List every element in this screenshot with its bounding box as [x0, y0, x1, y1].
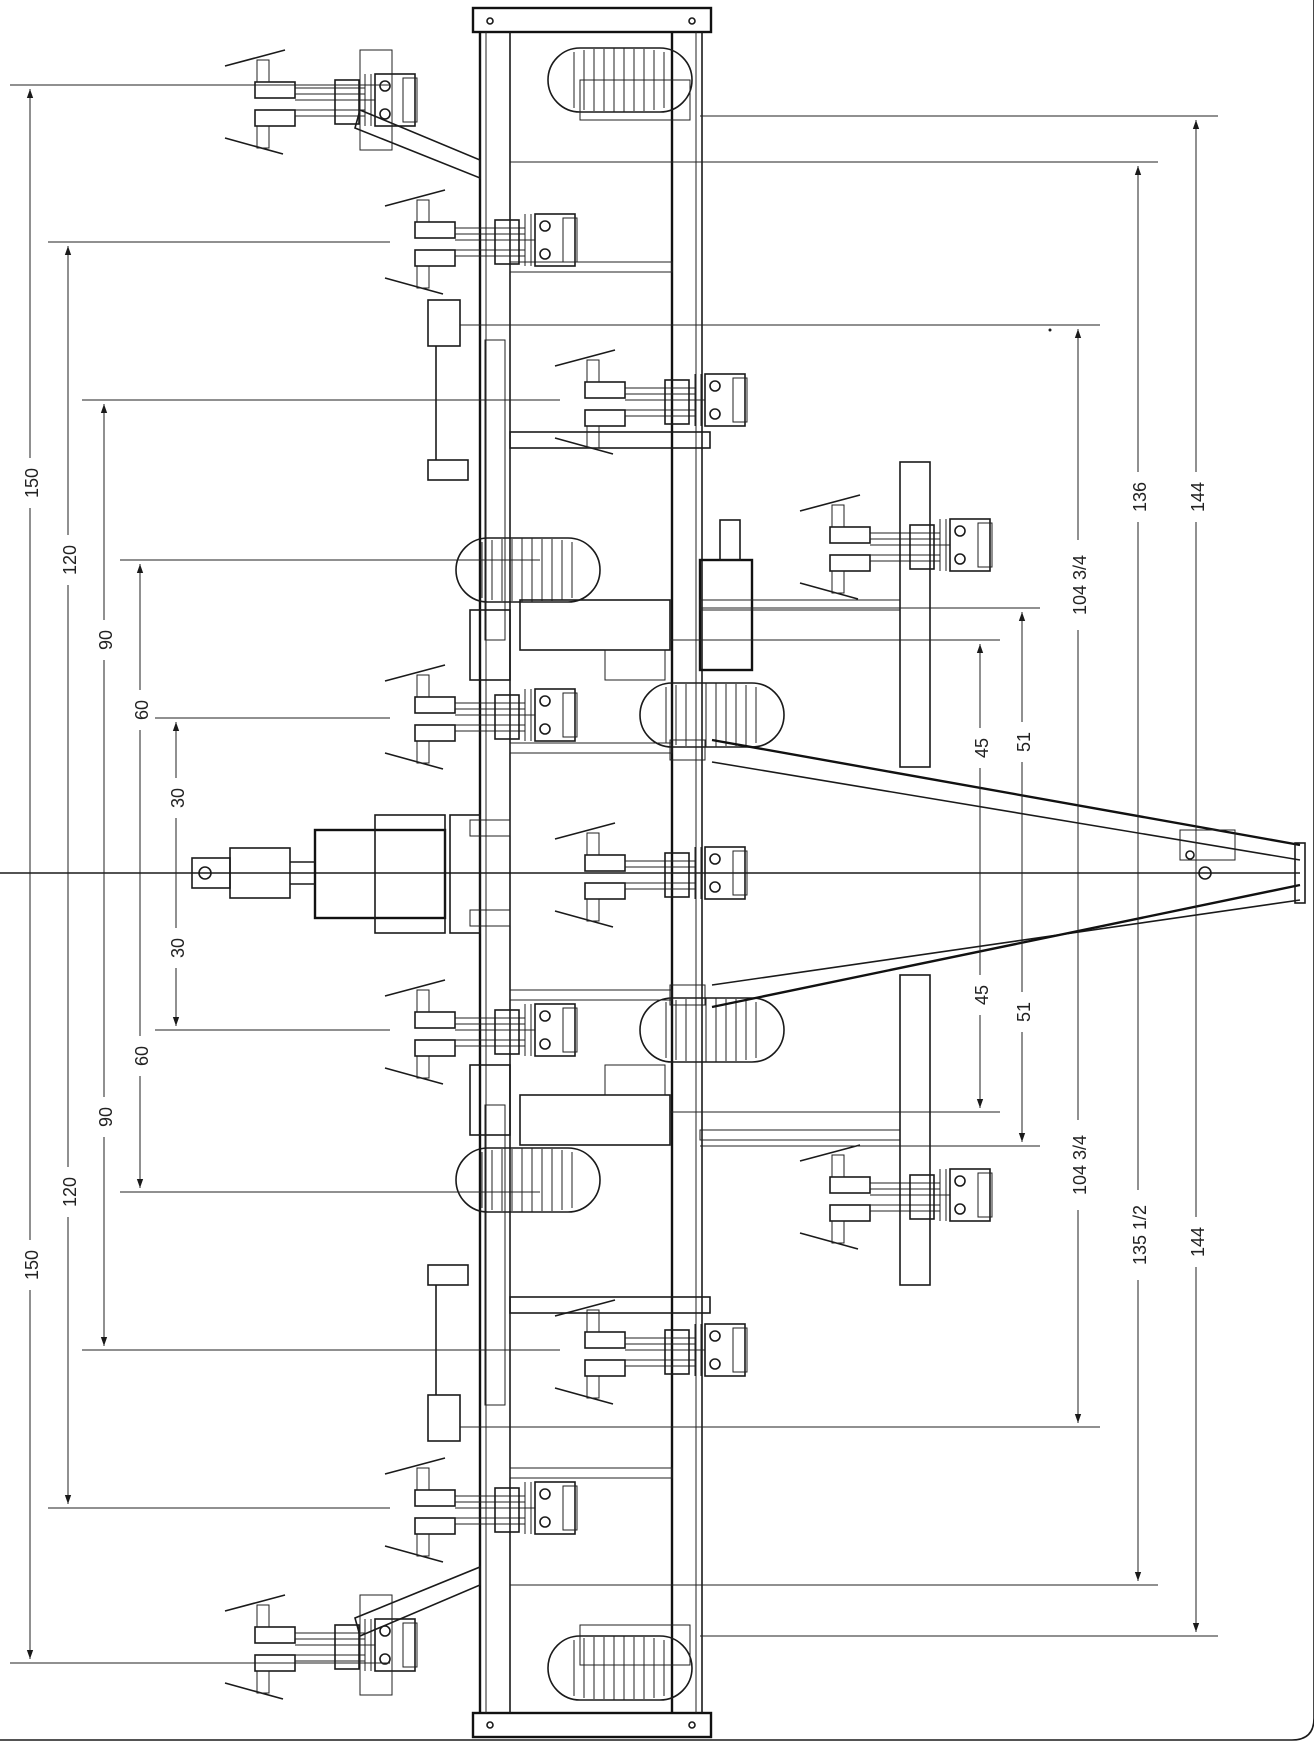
dim-left-60-upper: 60: [132, 700, 152, 720]
dim-right-45-lower: 45: [972, 985, 992, 1005]
dim-right-51-upper: 51: [1014, 732, 1034, 752]
dim-right-45-upper: 45: [972, 738, 992, 758]
dim-left-30-upper: 30: [168, 788, 188, 808]
lower-crossbar: [899, 974, 931, 1286]
dim-left-90-upper: 90: [96, 630, 116, 650]
left-dimensions: 150 150 120 120 90 90 60 60 30 30: [10, 84, 560, 1664]
dim-left-150-lower: 150: [22, 1250, 42, 1280]
dim-left-120-lower: 120: [60, 1177, 80, 1207]
dim-right-136-upper: 136: [1130, 482, 1150, 512]
center-frame: [191, 814, 511, 934]
dim-right-51-lower: 51: [1014, 1002, 1034, 1022]
dim-right-135-lower: 135 1/2: [1130, 1205, 1150, 1265]
right-dimensions: 45 45 51 51 104 3/4 104 3/4 136 135 1/2 …: [460, 115, 1218, 1637]
outboard-arms: [354, 49, 691, 1696]
upper-crossbar: [899, 461, 931, 768]
dim-right-104-upper: 104 3/4: [1070, 555, 1090, 615]
dim-left-30-lower: 30: [168, 938, 188, 958]
dim-left-90-lower: 90: [96, 1107, 116, 1127]
dim-right-104-lower: 104 3/4: [1070, 1135, 1090, 1195]
dim-left-60-lower: 60: [132, 1046, 152, 1066]
dim-left-120-upper: 120: [60, 545, 80, 575]
dim-right-144-upper: 144: [1188, 482, 1208, 512]
dim-right-144-lower: 144: [1188, 1227, 1208, 1257]
dim-left-150-upper: 150: [22, 468, 42, 498]
tongue: [669, 738, 1306, 1009]
marker-assemblies: [427, 299, 506, 1442]
